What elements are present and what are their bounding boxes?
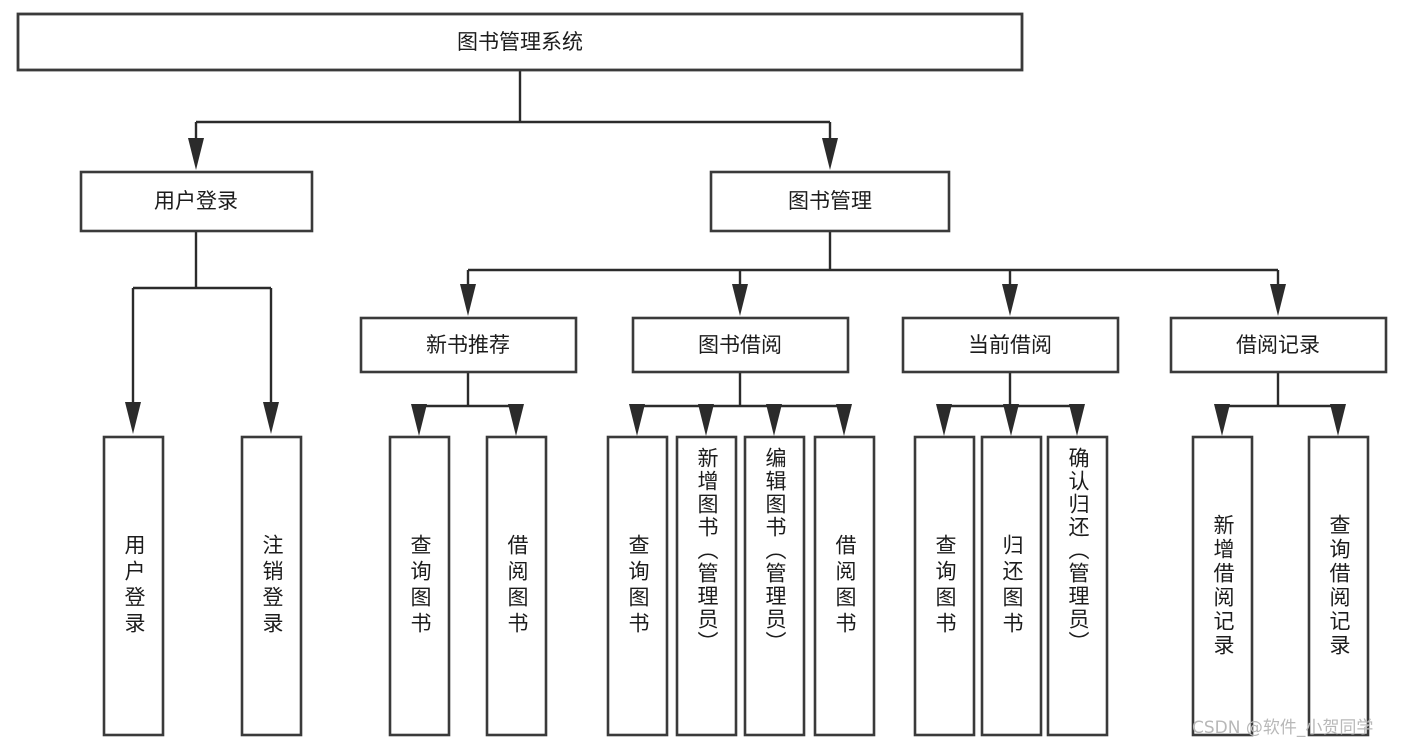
node-borrow-record-rect[interactable] <box>1169 316 1388 374</box>
node-leaf-add-book-rect[interactable] <box>675 435 738 737</box>
connector-group-borrow-record <box>1214 372 1346 436</box>
connector-group-root <box>188 70 838 170</box>
arrow-head-leaf-query-book-3 <box>936 404 952 436</box>
arrow-head-leaf-borrow-book-1 <box>508 404 524 436</box>
arrow-head-borrow-record <box>1270 284 1286 316</box>
node-book-borrow-label: 图书借阅 <box>698 333 782 357</box>
node-leaf-logout-rect[interactable] <box>240 435 303 737</box>
node-new-book-recommend-rect[interactable] <box>359 316 578 374</box>
node-book-management-label: 图书管理 <box>788 189 872 213</box>
arrow-head-current-borrow <box>1002 284 1018 316</box>
arrow-head-book-management <box>822 138 838 170</box>
node-leaf-return-book-rect[interactable] <box>980 435 1043 737</box>
arrow-head-leaf-confirm-return <box>1069 404 1085 436</box>
arrow-head-user-login <box>188 138 204 170</box>
arrow-head-new-book-recommend <box>460 284 476 316</box>
arrow-head-leaf-add-book <box>698 404 714 436</box>
node-leaf-query-record-rect[interactable] <box>1307 435 1370 737</box>
node-current-borrow[interactable]: 当前借阅 <box>901 316 1120 374</box>
node-current-borrow-rect[interactable] <box>901 316 1120 374</box>
node-leaf-borrow-book-2-rect[interactable] <box>813 435 876 737</box>
node-borrow-record-label: 借阅记录 <box>1236 333 1320 357</box>
arrow-head-leaf-query-book-2 <box>629 404 645 436</box>
node-book-borrow-rect[interactable] <box>631 316 850 374</box>
node-leaf-add-record-rect[interactable] <box>1191 435 1254 737</box>
node-book-management[interactable]: 图书管理 <box>709 170 951 233</box>
node-leaf-confirm-return-rect[interactable] <box>1046 435 1109 737</box>
node-user-login-label: 用户登录 <box>154 189 238 213</box>
node-leaf-user-login-rect[interactable] <box>102 435 165 737</box>
node-leaf-edit-book-rect[interactable] <box>743 435 806 737</box>
node-user-login-rect[interactable] <box>79 170 314 233</box>
connector-group-user-login <box>125 232 279 434</box>
node-leaf-query-book-3-rect[interactable] <box>913 435 976 737</box>
node-borrow-record[interactable]: 借阅记录 <box>1169 316 1388 374</box>
arrow-head-book-borrow <box>732 284 748 316</box>
node-leaf-query-book-1-rect[interactable] <box>388 435 451 737</box>
arrow-head-leaf-edit-book <box>766 404 782 436</box>
connector-group-new-book-recommend <box>411 372 524 436</box>
node-root[interactable]: 图书管理系统 <box>16 12 1024 72</box>
node-root-label: 图书管理系统 <box>457 30 583 54</box>
arrow-head-leaf-query-book-1 <box>411 404 427 436</box>
node-root-rect[interactable] <box>16 12 1024 72</box>
node-new-book-recommend[interactable]: 新书推荐 <box>359 316 578 374</box>
arrow-head-leaf-query-record <box>1330 404 1346 436</box>
node-leaf-borrow-book-1-rect[interactable] <box>485 435 548 737</box>
arrow-head-leaf-add-record <box>1214 404 1230 436</box>
connector-group-book-management <box>460 232 1286 316</box>
connector-group-book-borrow <box>629 372 852 436</box>
node-leaf-query-book-2-rect[interactable] <box>606 435 669 737</box>
node-user-login[interactable]: 用户登录 <box>79 170 314 233</box>
arrow-head-leaf-return-book <box>1003 404 1019 436</box>
arrow-head-leaf-logout <box>263 402 279 434</box>
connector-group-current-borrow <box>936 372 1085 436</box>
arrow-head-leaf-borrow-book-2 <box>836 404 852 436</box>
node-new-book-recommend-label: 新书推荐 <box>426 333 510 357</box>
node-current-borrow-label: 当前借阅 <box>968 333 1052 357</box>
node-book-borrow[interactable]: 图书借阅 <box>631 316 850 374</box>
node-book-management-rect[interactable] <box>709 170 951 233</box>
arrow-head-leaf-user-login <box>125 402 141 434</box>
